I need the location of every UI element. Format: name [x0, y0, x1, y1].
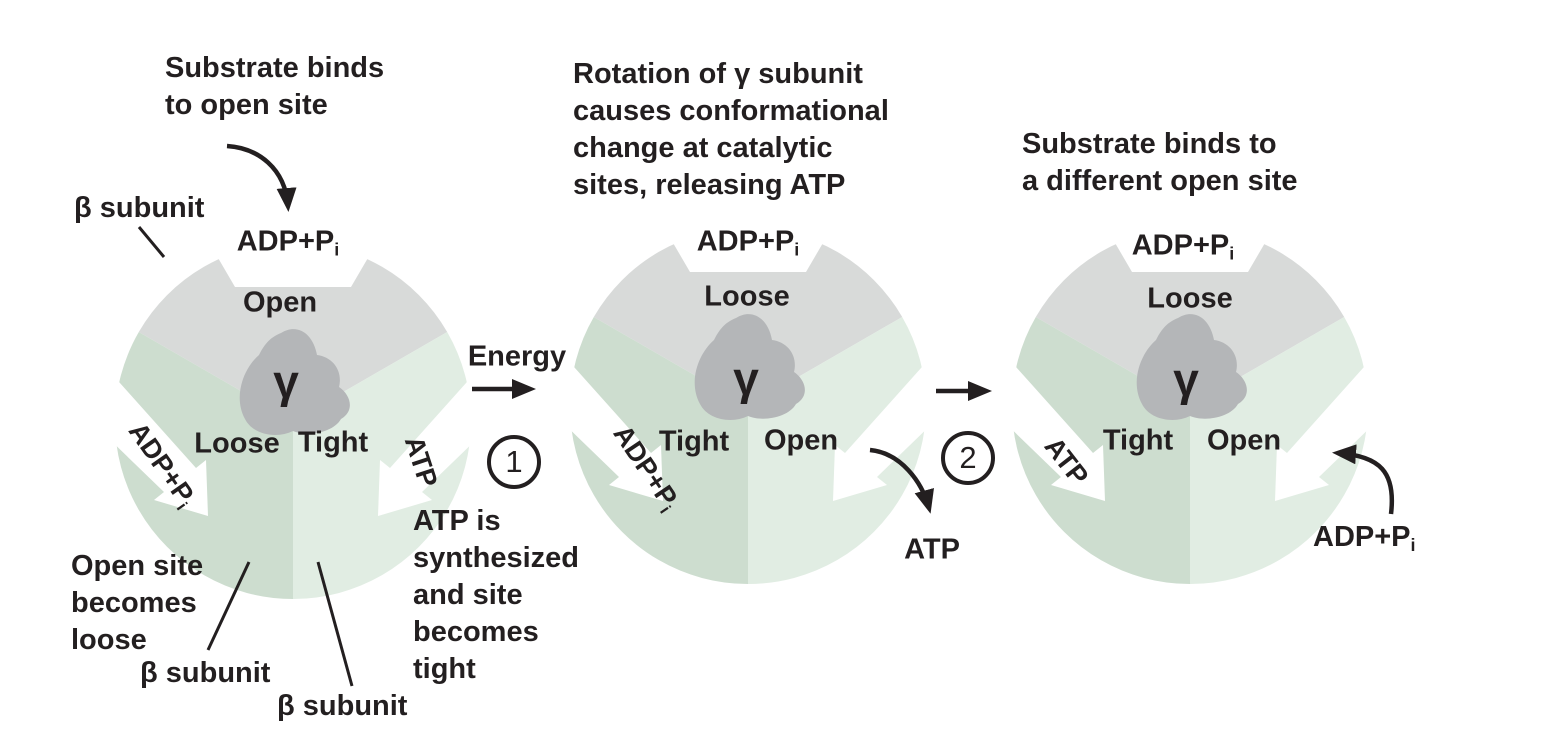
sector-label-tight: Tight — [297, 426, 369, 459]
annotation-line: Substrate binds — [165, 52, 385, 84]
atp-released-label: ATP — [904, 533, 960, 566]
adp-pi-label-state2-top: ADP+Pi — [696, 225, 800, 260]
sector-label-loose: Loose — [1147, 282, 1233, 315]
sector-label-loose: Loose — [704, 280, 790, 313]
adp-pi-label-state1-top: ADP+Pi — [236, 225, 340, 260]
energy-label: Energy — [467, 340, 567, 373]
annotation-line: synthesized — [413, 542, 579, 574]
right-substrate-wedge-arrow — [1275, 358, 1442, 501]
atp-synthesized-annotation: ATP is synthesized and site becomes tigh… — [413, 503, 579, 688]
sector-label-tight: Tight — [1102, 424, 1174, 457]
annotation-line: Open site — [71, 550, 204, 582]
top-substrate-notch — [1104, 224, 1276, 272]
annotation-line: a different open site — [1022, 165, 1298, 197]
gamma-subunit-label: γ — [273, 355, 299, 408]
adp-pi-label-right: ADP+Pi — [1313, 521, 1416, 556]
annotation-line: loose — [71, 624, 147, 656]
rotor-state-2 — [496, 224, 1000, 584]
gamma-subunit-label: γ — [1173, 353, 1199, 406]
annotation-line: change at catalytic — [573, 132, 833, 164]
annotation-line: becomes — [413, 616, 539, 648]
annotation-line: and site — [413, 579, 523, 611]
substrate-binds-open-annotation: Substrate binds to open site — [165, 50, 384, 124]
beta-subunit-left-pointer-line — [206, 561, 251, 651]
sector-label-open: Open — [242, 286, 318, 319]
left-substrate-wedge-arrow — [496, 358, 663, 501]
beta-subunit-label-bottom-left: β subunit — [140, 657, 271, 689]
gamma-subunit-blob — [239, 329, 350, 435]
annotation-line: becomes — [71, 587, 197, 619]
open-site-becomes-loose-annotation: Open site becomes loose — [71, 548, 203, 659]
rotation-gamma-annotation: Rotation of γ subunit causes conformatio… — [573, 56, 889, 204]
right-substrate-wedge-arrow — [833, 358, 1000, 501]
annotation-line: Substrate binds to — [1022, 128, 1277, 160]
substrate-binds-different-annotation: Substrate binds to a different open site — [1022, 126, 1298, 200]
rotor-state-1 — [41, 239, 545, 599]
annotation-line: sites, releasing ATP — [573, 169, 846, 201]
gamma-subunit-label: γ — [733, 352, 759, 405]
sector-label-tight: Tight — [658, 425, 730, 458]
beta-subunit-top-pointer-line — [137, 226, 166, 258]
annotation-line: Rotation of γ subunit — [573, 58, 863, 90]
top-substrate-notch — [207, 239, 379, 287]
adp-binds-curved-arrow — [1332, 444, 1395, 515]
rotor-state-3 — [938, 224, 1442, 584]
annotation-line: to open site — [165, 89, 328, 121]
substrate-binds-curved-arrow — [226, 143, 297, 212]
step-2-badge: 2 — [941, 431, 995, 485]
gamma-subunit-blob — [694, 314, 805, 420]
step-1-badge: 1 — [487, 435, 541, 489]
sector-label-loose: Loose — [194, 427, 280, 460]
beta-subunit-right-pointer-line — [316, 561, 354, 687]
beta-subunit-label-top: β subunit — [74, 192, 205, 224]
atp-release-curved-arrow — [869, 447, 934, 514]
right-substrate-wedge-arrow — [378, 373, 545, 516]
gamma-subunit-blob — [1136, 314, 1247, 420]
beta-subunit-label-bottom-right: β subunit — [277, 690, 408, 722]
adp-pi-label-state3-top: ADP+Pi — [1131, 229, 1235, 264]
annotation-line: ATP is — [413, 505, 501, 537]
annotation-line: causes conformational — [573, 95, 889, 127]
annotation-line: tight — [413, 653, 476, 685]
left-substrate-wedge-arrow — [41, 373, 208, 516]
sector-label-open: Open — [763, 424, 839, 457]
sector-label-open: Open — [1206, 424, 1282, 457]
top-substrate-notch — [662, 224, 834, 272]
